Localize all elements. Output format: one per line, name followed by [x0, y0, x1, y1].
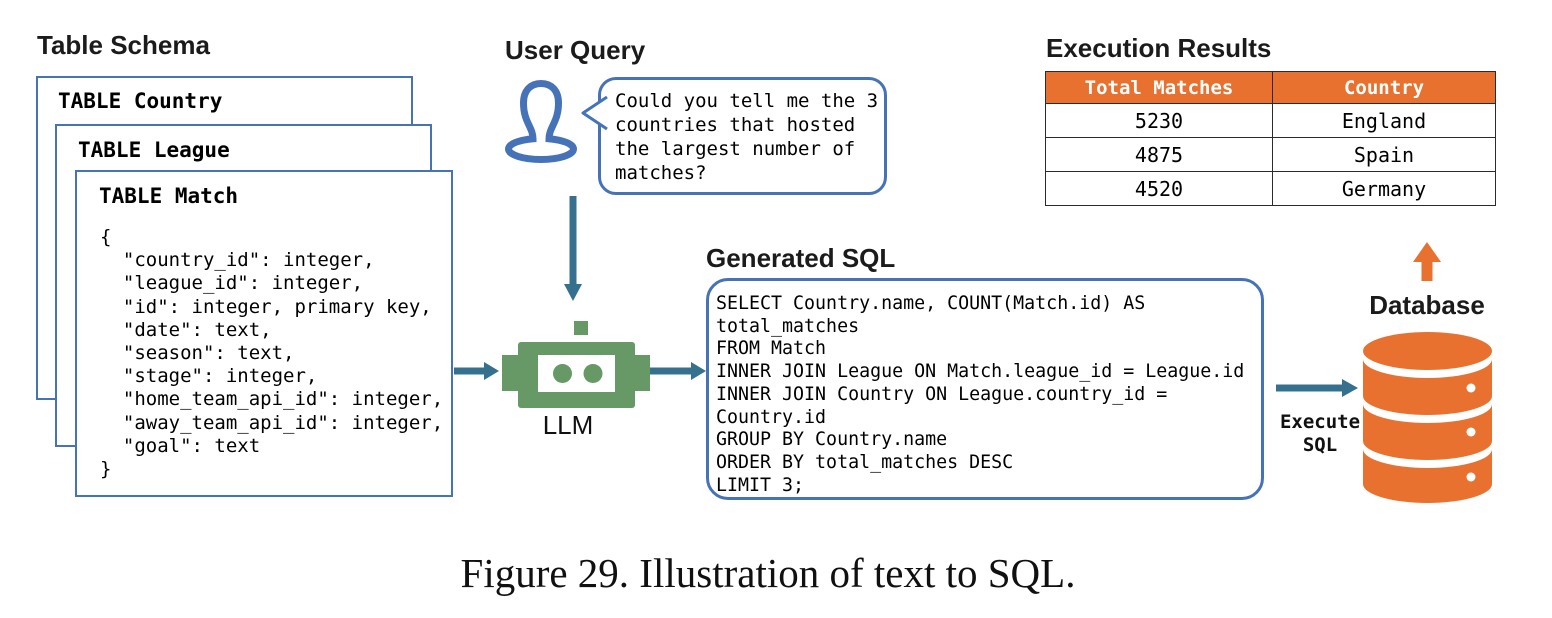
llm-label: LLM: [542, 410, 594, 440]
user-query-bubble: Could you tell me the 3 countries that h…: [598, 77, 887, 195]
schema-card-match-title: TABLE Match: [99, 184, 239, 208]
cell-country-0: England: [1272, 103, 1496, 138]
schema-card-country-title: TABLE Country: [58, 89, 223, 113]
database-label: Database: [1369, 290, 1485, 320]
results-col-total-matches: Total Matches: [1045, 71, 1273, 104]
arrow-user-to-llm: [564, 196, 582, 301]
arrow-schema-to-llm: [454, 362, 499, 380]
schema-card-match: TABLE Match { "country_id": integer, "le…: [75, 170, 453, 497]
schema-card-match-body: { "country_id": integer, "league_id": in…: [100, 226, 444, 481]
user-query-text: Could you tell me the 3 countries that h…: [615, 90, 879, 184]
user-query-heading: User Query: [505, 35, 646, 65]
execution-results-table: Total Matches Country 5230 England 4875 …: [1045, 71, 1496, 206]
user-icon: [505, 79, 577, 163]
database-icon: [1363, 332, 1492, 503]
results-col-country: Country: [1272, 71, 1496, 104]
table-row: 4520 Germany: [1045, 171, 1496, 206]
schema-card-league-title: TABLE League: [78, 138, 230, 162]
arrow-llm-to-sql: [648, 362, 706, 380]
table-row: 4875 Spain: [1045, 137, 1496, 172]
cell-total-2: 4520: [1045, 171, 1273, 206]
generated-sql-box: SELECT Country.name, COUNT(Match.id) AS …: [706, 278, 1264, 500]
table-schema-heading: Table Schema: [37, 30, 210, 60]
execution-results-heading: Execution Results: [1046, 33, 1272, 63]
bubble-tail: [581, 95, 608, 131]
generated-sql-heading: Generated SQL: [706, 243, 896, 273]
table-row: 5230 England: [1045, 103, 1496, 138]
figure-caption: Figure 29. Illustration of text to SQL.: [460, 550, 1076, 596]
cell-total-1: 4875: [1045, 137, 1273, 172]
cell-country-2: Germany: [1272, 171, 1496, 206]
arrow-db-to-results: [1413, 242, 1441, 281]
generated-sql-code: SELECT Country.name, COUNT(Match.id) AS …: [716, 293, 1245, 496]
cell-country-1: Spain: [1272, 137, 1496, 172]
cell-total-0: 5230: [1045, 103, 1273, 138]
execute-sql-label: Execute SQL: [1279, 411, 1361, 456]
arrow-sql-to-db: [1276, 379, 1358, 397]
llm-robot-icon: [502, 321, 650, 408]
